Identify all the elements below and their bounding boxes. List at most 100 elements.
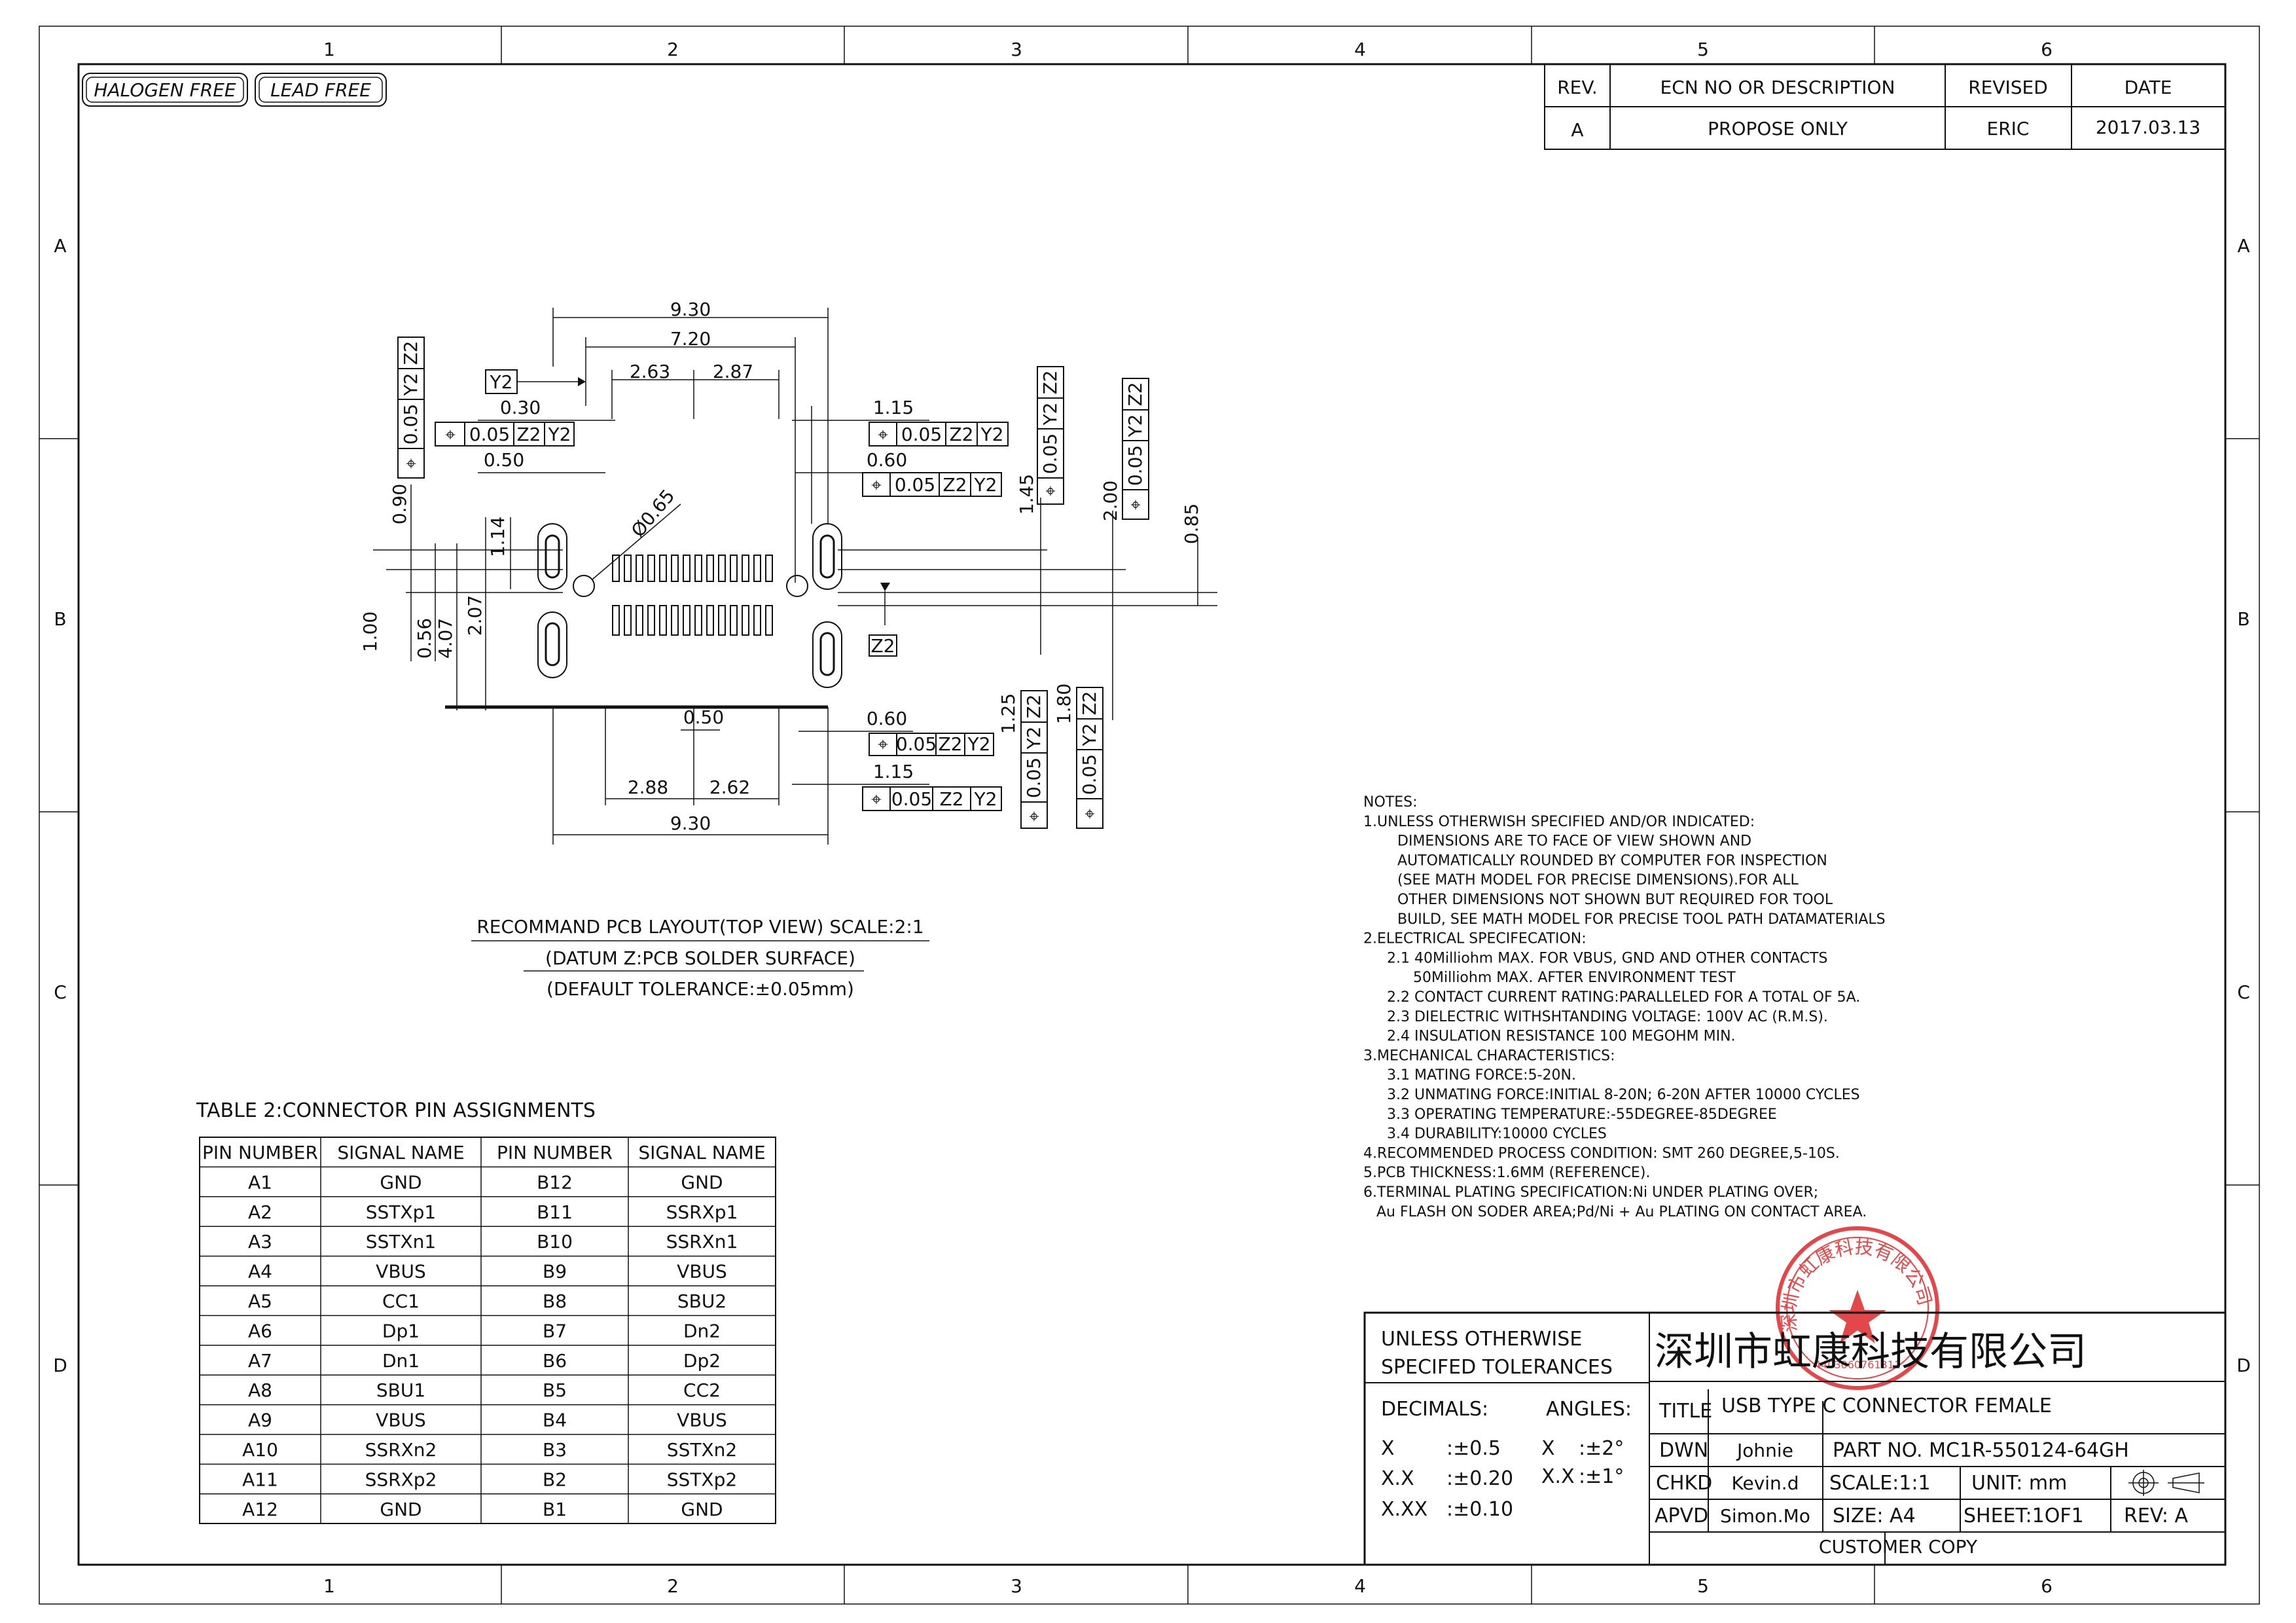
- tb-title-value: USB TYPE C CONNECTOR FEMALE: [1721, 1395, 2052, 1417]
- tb-angles-label: ANGLES:: [1546, 1398, 1632, 1421]
- tb-rev: REV: A: [2124, 1504, 2189, 1527]
- note-line: DIMENSIONS ARE TO FACE OF VIEW SHOWN AND: [1397, 833, 1751, 850]
- lead-free-label: LEAD FREE: [270, 79, 371, 101]
- tb-size: SIZE: A4: [1833, 1504, 1916, 1527]
- pin-table-cell: A3: [248, 1231, 272, 1252]
- fcf-r1-y2: Y2: [980, 424, 1004, 445]
- fcf-r1-tol: 0.05: [901, 424, 942, 445]
- dim-085: 0.85: [1181, 503, 1202, 544]
- pin-table-cell: Dn1: [382, 1350, 420, 1372]
- pin-table-cell: SSRXn1: [666, 1231, 738, 1252]
- dim-115-bot: 1.15: [873, 761, 914, 782]
- zone-col-5: 5: [1697, 39, 1709, 60]
- fcf-tol: 0.05: [469, 424, 510, 445]
- pin-table-cell: SSRXn2: [365, 1439, 437, 1461]
- dim-top-263: 2.63: [630, 361, 670, 382]
- slot-hole-top-right: [812, 523, 842, 590]
- dim-bot-262: 2.62: [709, 776, 750, 798]
- zone-col-2-bottom: 2: [667, 1575, 679, 1597]
- pin-table-cell: A9: [248, 1410, 272, 1431]
- pin-table-cell: SSTXn2: [667, 1439, 737, 1461]
- pin-table-cell: B4: [543, 1410, 567, 1431]
- dim-180: 1.80: [1053, 684, 1075, 724]
- tb-dec-xx: X.X: [1381, 1467, 1414, 1490]
- tb-chkd-value: Kevin.d: [1732, 1472, 1799, 1494]
- tb-decimals-label: DECIMALS:: [1381, 1398, 1488, 1421]
- note-line: 2.4 INSULATION RESISTANCE 100 MEGOHM MIN…: [1387, 1029, 1736, 1045]
- fcf-r2-z2: Z2: [943, 474, 967, 496]
- tb-scale: SCALE:1:1: [1829, 1472, 1931, 1495]
- zone-row-c-right: C: [2237, 981, 2250, 1003]
- pad-row-bottom: [612, 605, 773, 636]
- tb-part-no: PART NO. MC1R-550124-64GH: [1833, 1439, 2129, 1462]
- dim-200: 2.00: [1100, 481, 1121, 521]
- note-line: 6.TERMINAL PLATING SPECIFICATION:Ni UNDE…: [1363, 1184, 1818, 1201]
- halogen-free-badge: HALOGEN FREE: [82, 73, 248, 107]
- note-line: 5.PCB THICKNESS:1.6MM (REFERENCE).: [1363, 1165, 1650, 1181]
- halogen-free-label: HALOGEN FREE: [94, 79, 236, 101]
- fcf-bv1-tol: 0.05: [1023, 757, 1045, 798]
- pin-table-cell: A2: [248, 1201, 272, 1223]
- locating-hole-right: [786, 575, 808, 597]
- tb-ang-xx: X.X: [1541, 1465, 1575, 1488]
- fcf-left-top: ⌖ 0.05 Z2 Y2: [435, 422, 575, 447]
- pin-table-cell: CC1: [382, 1290, 420, 1312]
- zone-row-b: B: [54, 608, 66, 630]
- pin-table-cell: CC2: [683, 1379, 721, 1401]
- fcf-rv1-pos: ⌖: [1039, 486, 1061, 496]
- zone-row-b-right: B: [2237, 608, 2250, 630]
- fcf-bv2-tol: 0.05: [1079, 754, 1100, 795]
- tb-ang-x-val: :±2°: [1579, 1437, 1624, 1460]
- fcf-bv2-z2: Z2: [1079, 691, 1100, 716]
- pin-table-cell: VBUS: [376, 1410, 426, 1431]
- fcf-r2-y2: Y2: [974, 474, 997, 496]
- dim-115-top: 1.15: [873, 397, 914, 418]
- pin-table-cell: A1: [248, 1171, 272, 1193]
- fcf-rb1-z2: Z2: [939, 733, 963, 755]
- pin-table-cell: A12: [242, 1499, 278, 1520]
- dim-top-720: 7.20: [670, 328, 711, 350]
- pcb-tolerance: (DEFAULT TOLERANCE:±0.05mm): [547, 978, 854, 1000]
- fcf-right-bottom-2: ⌖ 0.05 Z2 Y2: [862, 786, 1002, 811]
- fcf-rv1-y2: Y2: [1039, 403, 1061, 426]
- tb-dec-x: X: [1381, 1437, 1395, 1460]
- note-line: 2.3 DIELECTRIC WITHSHTANDING VOLTAGE: 10…: [1387, 1009, 1828, 1025]
- title-block: UNLESS OTHERWISE SPECIFED TOLERANCES DEC…: [1363, 1311, 2227, 1566]
- dim-145: 1.45: [1016, 474, 1037, 515]
- pin-table-cell: A8: [248, 1379, 272, 1401]
- dim-407: 4.07: [435, 618, 456, 659]
- pin-table-cell: SSTXp1: [366, 1201, 436, 1223]
- fcf-bottom-vertical-2: Z2 Y2 0.05 ⌖: [1076, 687, 1103, 829]
- datum-y2-label: Y2: [490, 371, 513, 393]
- note-line: NOTES:: [1363, 794, 1418, 811]
- fcf-v-y2: Y2: [400, 373, 422, 397]
- zone-col-5-bottom: 5: [1697, 1575, 1709, 1597]
- pin-table-cell: VBUS: [376, 1261, 426, 1283]
- fcf-r2-pos: ⌖: [871, 474, 882, 496]
- dim-050-top: 0.50: [484, 449, 524, 471]
- fcf-rv2-tol: 0.05: [1124, 445, 1146, 486]
- stamp-number: 4403060761311: [1814, 1359, 1901, 1371]
- pin-table-cell: Dp1: [382, 1320, 420, 1341]
- rev-header-rev: REV.: [1557, 77, 1598, 98]
- fcf-v-z2: Z2: [400, 341, 422, 365]
- fcf-rb2-pos: ⌖: [871, 788, 882, 810]
- rev-header-desc: ECN NO OR DESCRIPTION: [1660, 77, 1895, 98]
- fcf-r2-tol: 0.05: [895, 474, 935, 496]
- zone-col-3-bottom: 3: [1011, 1575, 1022, 1597]
- stamp-star: [1829, 1290, 1886, 1343]
- fcf-r1-pos: ⌖: [878, 424, 888, 445]
- pin-table-header: PIN NUMBER: [497, 1142, 613, 1163]
- tb-apvd-label: APVD: [1655, 1504, 1708, 1527]
- pin-table-cell: A10: [242, 1439, 278, 1461]
- note-line: 3.MECHANICAL CHARACTERISTICS:: [1363, 1048, 1615, 1064]
- pin-table-cell: A11: [242, 1468, 278, 1490]
- fcf-rb1-y2: Y2: [967, 733, 991, 755]
- inner-frame: [77, 63, 2227, 1566]
- pin-table-cell: B8: [543, 1290, 567, 1312]
- pin-table-cell: GND: [380, 1171, 422, 1193]
- pcb-layout-drawing: 9.30 7.20 2.63 2.87 Y2 0.30 ⌖ 0.05 Z2 Y2…: [359, 299, 1217, 1000]
- zone-row-d-right: D: [2236, 1355, 2251, 1376]
- pin-table-cell: B3: [543, 1439, 567, 1461]
- note-line: 3.3 OPERATING TEMPERATURE:-55DEGREE-85DE…: [1387, 1106, 1777, 1123]
